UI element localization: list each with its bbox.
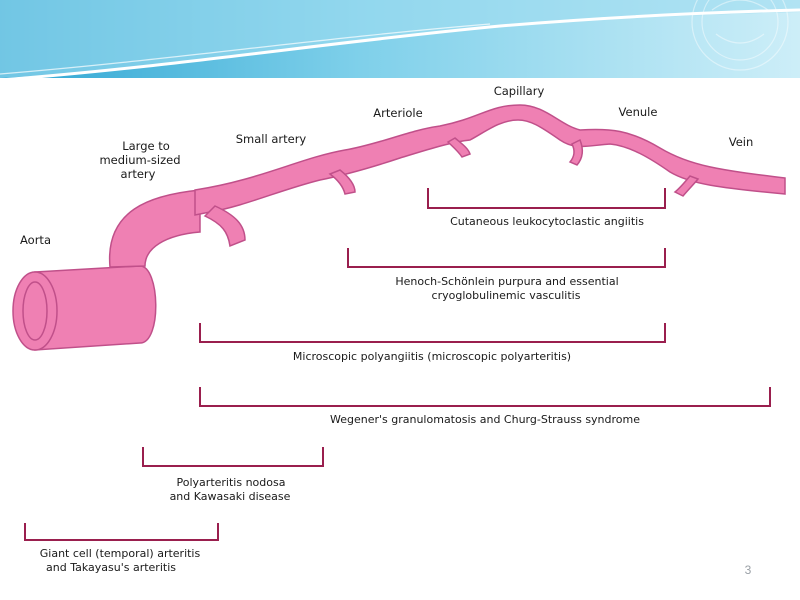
vein-branch bbox=[673, 175, 700, 197]
label-large-medium-line2: medium-sized bbox=[99, 153, 180, 167]
large-artery bbox=[108, 189, 201, 268]
caption-cutaneous: Cutaneous leukocytoclastic angiitis bbox=[450, 215, 644, 228]
label-venule: Venule bbox=[619, 105, 658, 119]
slide-number: 3 bbox=[744, 563, 752, 577]
caption-henoch-line1: Henoch-Schönlein purpura and essential bbox=[395, 275, 618, 288]
label-small-artery: Small artery bbox=[236, 132, 307, 146]
vasculitis-brackets bbox=[24, 188, 771, 541]
label-aorta: Aorta bbox=[20, 233, 51, 247]
caption-wegener: Wegener's granulomatosis and Churg-Strau… bbox=[330, 413, 640, 426]
caption-henoch-line2: cryoglobulinemic vasculitis bbox=[432, 289, 581, 302]
caption-polyarteritis-line1: Polyarteritis nodosa bbox=[177, 476, 286, 489]
label-vein: Vein bbox=[729, 135, 754, 149]
caption-giant-cell-line1: Giant cell (temporal) arteritis bbox=[40, 547, 201, 560]
bracket-wegener bbox=[199, 387, 771, 407]
bracket-microscopic bbox=[199, 323, 666, 343]
bracket-cutaneous bbox=[427, 188, 666, 209]
label-large-medium-line3: artery bbox=[121, 167, 156, 181]
blood-vessel-tree bbox=[12, 104, 786, 351]
header-wave-banner bbox=[0, 0, 800, 85]
caption-microscopic: Microscopic polyangiitis (microscopic po… bbox=[293, 350, 571, 363]
vasculitis-captions: Cutaneous leukocytoclastic angiitis Heno… bbox=[40, 215, 644, 574]
bracket-henoch bbox=[347, 248, 666, 268]
bracket-giant-cell bbox=[24, 523, 219, 541]
venule-branch bbox=[568, 138, 584, 166]
label-large-medium-line1: Large to bbox=[122, 139, 170, 153]
vessel-labels: Aorta Large to medium-sized artery Small… bbox=[20, 84, 753, 247]
small-artery-branch bbox=[203, 205, 246, 248]
main-vessel bbox=[194, 104, 786, 216]
arteriole-branch bbox=[328, 169, 356, 195]
caption-polyarteritis-line2: and Kawasaki disease bbox=[170, 490, 291, 503]
label-arteriole: Arteriole bbox=[373, 106, 422, 120]
caption-giant-cell-line2: and Takayasu's arteritis bbox=[46, 561, 176, 574]
aorta-cylinder bbox=[34, 265, 157, 351]
seal-emblem bbox=[691, 0, 789, 71]
bracket-polyarteritis bbox=[142, 447, 324, 467]
label-capillary: Capillary bbox=[494, 84, 545, 98]
capillary-branch bbox=[446, 137, 471, 158]
